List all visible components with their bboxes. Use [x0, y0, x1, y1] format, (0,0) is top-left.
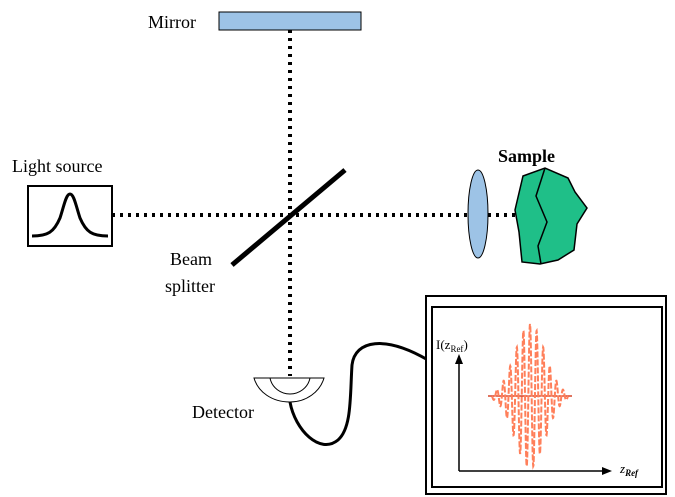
mirror — [218, 11, 362, 31]
sample — [514, 167, 588, 265]
detector-label: Detector — [192, 402, 254, 422]
x-axis-arrow — [602, 467, 612, 475]
sample-lens — [467, 169, 489, 259]
signal-oscillation — [491, 323, 569, 470]
mirror-label: Mirror — [148, 12, 196, 32]
interferogram-signal — [488, 323, 572, 470]
detector-cup-icon — [253, 377, 325, 403]
detector-cable — [288, 342, 429, 446]
sample-label: Sample — [498, 146, 555, 166]
interferogram-display: I(zRef) zRef — [425, 295, 667, 495]
x-axis-label: zRef — [619, 461, 639, 478]
light-source — [27, 185, 113, 247]
gaussian-peak-icon — [31, 192, 109, 238]
beam-splitter-label-line2: splitter — [165, 276, 215, 296]
beam-splitter — [230, 168, 347, 267]
y-axis-label: I(zRef) — [436, 337, 468, 354]
beam-splitter-label-line1: Beam — [170, 249, 212, 269]
light-source-label: Light source — [12, 156, 102, 176]
y-axis-arrow — [455, 354, 463, 364]
